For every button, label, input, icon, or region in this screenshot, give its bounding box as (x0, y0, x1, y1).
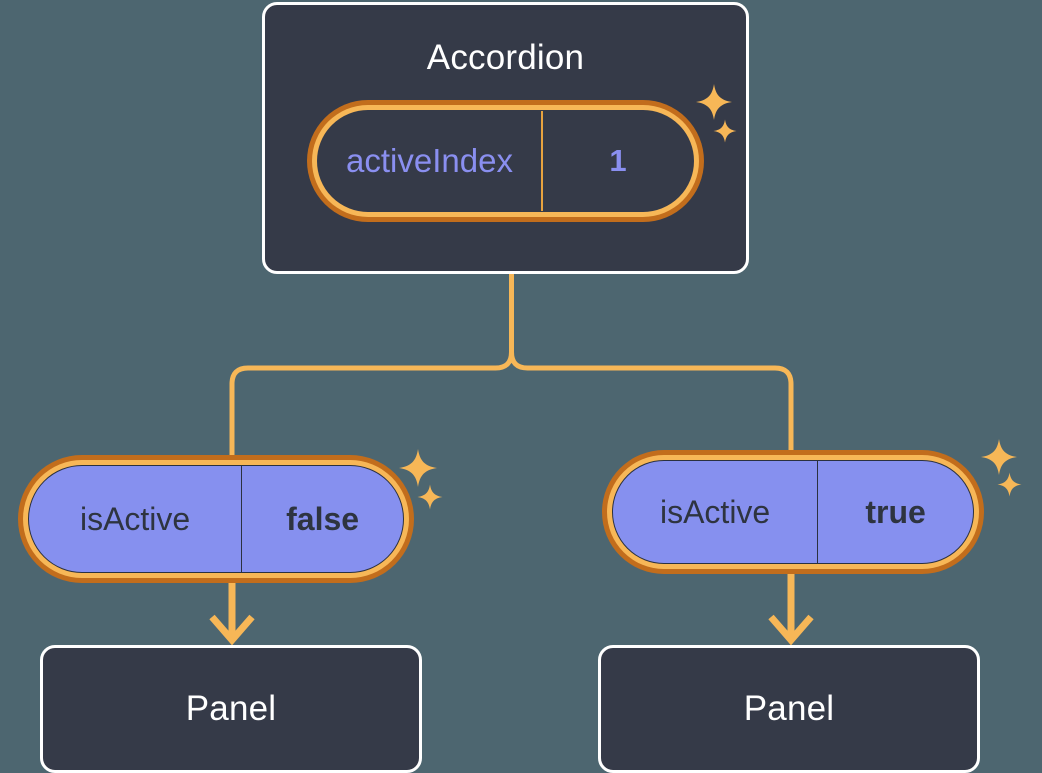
state-pill-active-index[interactable]: activeIndex 1 (307, 100, 704, 222)
prop-pill-inner-ring-right: isActive true (607, 455, 979, 569)
component-box-panel-left[interactable]: Panel (40, 645, 422, 773)
prop-pill-is-active-true[interactable]: isActive true (602, 450, 984, 574)
sparkle-icon-left-small (416, 483, 444, 511)
state-pill-body: activeIndex 1 (317, 110, 694, 212)
arrow-head-right (768, 614, 814, 646)
prop-pill-inner-ring-left: isActive false (23, 460, 409, 578)
prop-pill-is-active-false[interactable]: isActive false (18, 455, 414, 583)
prop-pill-body-left: isActive false (28, 465, 404, 573)
sparkle-icon-right-large (979, 437, 1019, 477)
prop-pill-key-is-active-left: isActive (29, 466, 243, 572)
component-title-panel-right: Panel (743, 689, 835, 728)
state-pill-value-active-index: 1 (609, 143, 627, 178)
prop-pill-body-right: isActive true (612, 460, 974, 564)
prop-pill-value-is-active-left: false (286, 500, 360, 537)
edge-accordion-to-panel-left (229, 351, 514, 460)
prop-pill-key-is-active-right: isActive (613, 461, 819, 563)
component-title-accordion: Accordion (426, 38, 585, 77)
component-box-panel-right[interactable]: Panel (598, 645, 980, 773)
edge-accordion-to-panel-right (509, 351, 794, 456)
sparkle-icon-right-small (996, 471, 1023, 498)
component-title-panel-left: Panel (185, 689, 277, 728)
prop-pill-value-is-active-right: true (865, 493, 926, 530)
state-pill-key-active-index: activeIndex (318, 111, 543, 211)
state-pill-inner-ring: activeIndex 1 (312, 105, 699, 217)
arrow-head-left (209, 614, 255, 646)
